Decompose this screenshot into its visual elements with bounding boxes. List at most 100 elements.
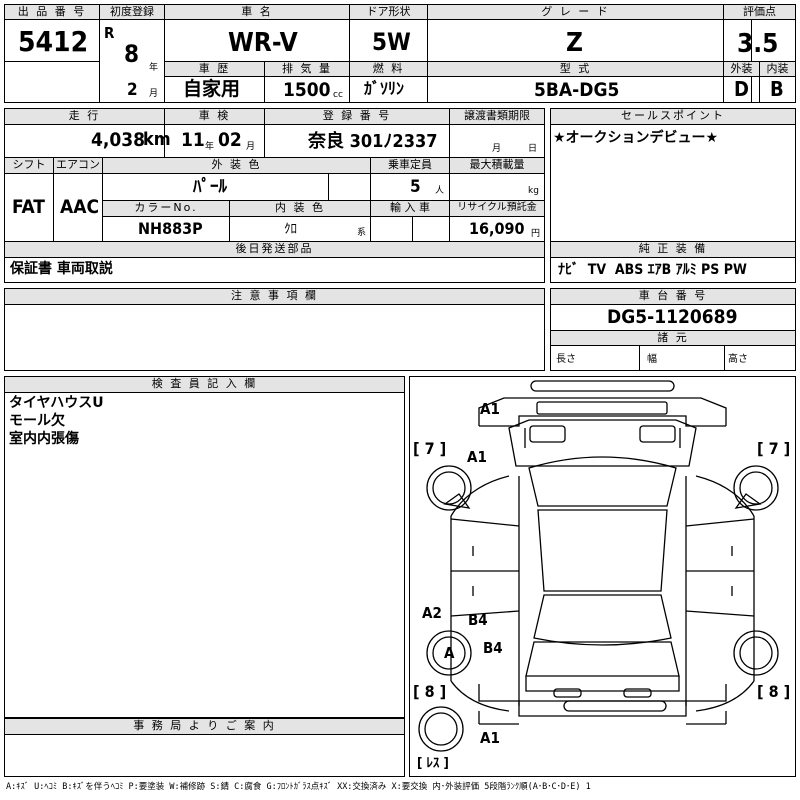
doors-value: 5W [372,28,411,56]
score-label: 評価点 [723,4,796,20]
history-value: 自家用 [183,78,241,100]
dim-width-label: 幅 [647,354,657,365]
mileage-label: 走 行 [4,108,165,125]
later-parts-cell [4,257,545,283]
import-cell-a [370,216,413,242]
dim-height-label: 高さ [728,354,748,365]
tire-fr-label: [ 7 ] [757,439,791,458]
spare-label: [ ﾚｽ ] [417,756,449,771]
recycle-label: リサイクル預託金 [449,200,545,217]
inspector-cell [4,392,405,718]
later-parts-value: 保証書 車両取説 [10,261,113,277]
int-color-label: 内 装 色 [229,200,371,217]
inspection-label: 車 検 [164,108,265,125]
car-name: WR-V [228,28,298,58]
legend: A:ｷｽﾞ U:ﾍｺﾐ B:ｷｽﾞを伴うﾍｺﾐ P:要塗装 W:補修跡 S:錆 … [6,782,591,792]
first-reg-year-unit: 年 [149,63,159,73]
registration-label: 登 録 番 号 [264,108,450,125]
office-cell [4,734,405,777]
transfer-label: 譲渡書類期限 [449,108,545,125]
model-code-label: 型 式 [427,61,724,77]
ext-color-label: 外 装 色 [102,157,371,174]
tire-rr-label: [ 8 ] [757,682,791,701]
registration-value: 奈良 301ﾉ2337 [308,131,438,152]
dimensions-label: 諸 元 [550,330,796,346]
mark-a-tire: A [444,644,455,662]
displacement-unit: cc [333,90,343,100]
mark-a1-bottom: A1 [480,729,500,747]
mark-a1-left: A1 [467,448,487,466]
inspection-year-unit: 年 [205,142,215,152]
first-reg-era: R [104,24,115,42]
int-color-cell [229,216,371,242]
color-no-value: NH883P [138,219,203,238]
model-code-cell [427,76,724,103]
office-label: 事 務 局 よ り ご 案 内 [4,718,405,735]
score-ext-value: D [734,77,749,101]
inspection-month: 02 [218,129,242,151]
displacement-label: 排 気 量 [264,61,350,77]
capacity-value: 5 [410,177,421,197]
inspection-cell [164,124,265,158]
equipment-cell [550,257,796,283]
recycle-unit: 円 [531,229,541,239]
mark-a1-top: A1 [480,400,500,418]
tire-fl-label: [ 7 ] [413,439,447,458]
ext-color-sub-cell [328,173,371,201]
inspection-year: 11 [181,129,205,151]
equipment-label: 純 正 装 備 [550,241,796,258]
aircon-label: エアコン [53,157,103,174]
grade-label: グ レ ー ド [427,4,724,20]
sale-points-label: セールスポイント [550,108,796,125]
lot-blank-cell [4,61,100,103]
transfer-day-unit: 日 [528,144,538,154]
capacity-label: 乗車定員 [370,157,450,174]
import-cell-b [412,216,450,242]
displacement-value: 1500 [283,79,331,101]
mark-a2: A2 [422,604,442,622]
notes-label: 注 意 事 項 欄 [4,288,545,305]
notes-cell [4,304,545,371]
shift-label: シフト [4,157,54,174]
inspector-line-3: 室内内張傷 [9,431,79,447]
max-load-label: 最大積載量 [449,157,545,174]
model-code-value: 5BA-DG5 [534,79,620,101]
mark-b4-a: B4 [468,611,488,629]
first-reg-month-unit: 月 [149,89,159,99]
first-reg-label: 初度登録 [99,4,165,20]
mileage-unit: km [143,129,171,150]
max-load-unit: kg [528,186,539,196]
import-label: 輸 入 車 [370,200,450,217]
grade-value: Z [566,28,583,58]
color-no-label: カラーNo. [102,200,230,217]
fuel-label: 燃 料 [349,61,428,77]
transfer-month-unit: 月 [492,144,502,154]
dim-height-cell [724,345,796,371]
fuel-value: ｶﾞｿﾘﾝ [364,79,405,98]
int-color-value: ｸﾛ [284,222,297,237]
inspection-month-unit: 月 [246,142,256,152]
recycle-value: 16,090 [469,219,525,238]
lot-number: 5412 [18,25,89,58]
doors-label: ドア形状 [349,4,428,20]
chassis-value: DG5-1120689 [607,306,738,328]
first-reg-year: 8 [124,40,140,68]
lot-label: 出 品 番 号 [4,4,100,20]
score-value: 3.5 [737,29,779,59]
tire-rl-label: [ 8 ] [413,682,447,701]
inspector-label: 検 査 員 記 入 欄 [4,376,405,393]
score-int-value: B [770,77,784,101]
first-reg-month: 2 [127,80,138,100]
later-parts-label: 後日発送部品 [4,241,545,258]
score-ext-label: 外装 [723,61,760,77]
inspector-line-1: タイヤハウスU [9,395,104,411]
car-diagram [418,380,779,752]
mileage-value: 4,038 [91,129,146,151]
mark-b4-b: B4 [483,639,503,657]
sale-points-value: ★オークションデビュー★ [553,130,719,146]
history-label: 車 歴 [164,61,265,77]
car-diagram-frame [409,376,796,777]
aircon-value: AAC [60,196,100,218]
equipment-value: ﾅﾋﾞ TV ABS ｴｱB ｱﾙﾐ PS PW [558,262,747,278]
shift-value: FAT [12,196,45,218]
